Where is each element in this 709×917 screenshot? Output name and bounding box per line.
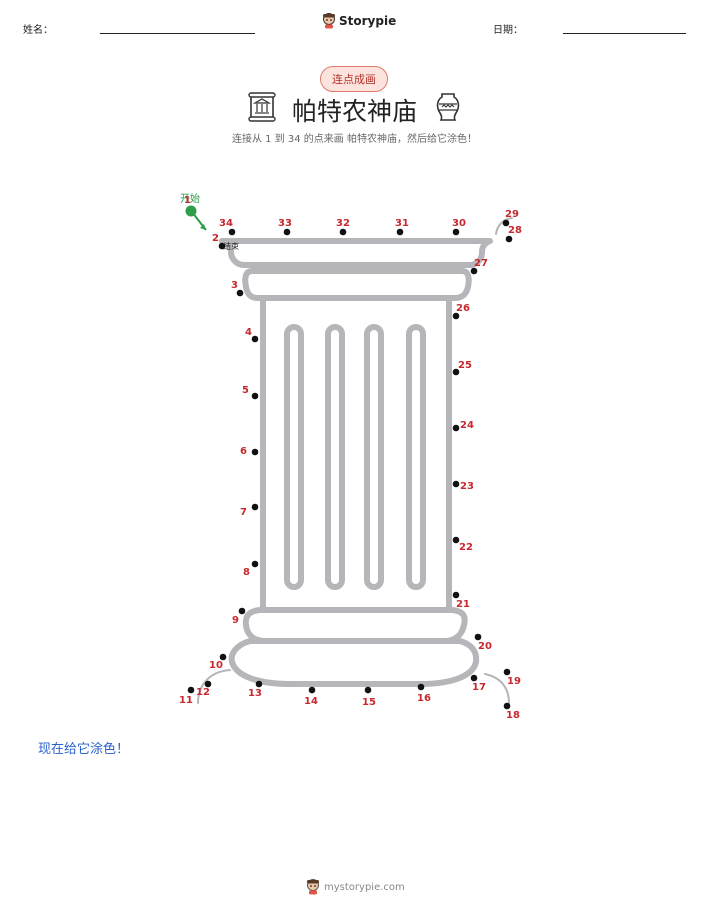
dot-number-9: 9 xyxy=(232,615,239,626)
dot-number-30: 30 xyxy=(452,218,466,229)
dot-number-14: 14 xyxy=(304,696,318,707)
temple-scroll-icon xyxy=(248,92,276,122)
dot-1[interactable] xyxy=(185,205,197,217)
dot-8[interactable] xyxy=(251,560,259,568)
dot-14[interactable] xyxy=(308,686,316,694)
dot-number-34: 34 xyxy=(219,218,233,229)
dot-32[interactable] xyxy=(339,228,347,236)
instructions: 连接从 1 到 34 的点来画 帕特农神庙，然后给它涂色！ xyxy=(232,134,477,145)
dot-number-24: 24 xyxy=(460,420,474,431)
column-outline xyxy=(219,238,493,687)
footer: mystorypie.com xyxy=(306,879,405,895)
dot-number-28: 28 xyxy=(508,225,522,236)
dot-20[interactable] xyxy=(474,633,482,641)
dot-26[interactable] xyxy=(452,312,460,320)
dot-number-20: 20 xyxy=(478,641,492,652)
dot-4[interactable] xyxy=(251,335,259,343)
dot-number-33: 33 xyxy=(278,218,292,229)
dot-5[interactable] xyxy=(251,392,259,400)
dot-22[interactable] xyxy=(452,536,460,544)
dot-number-13: 13 xyxy=(248,688,262,699)
dot-11[interactable] xyxy=(187,686,195,694)
footer-mascot-icon xyxy=(307,879,319,895)
dot-number-4: 4 xyxy=(245,327,252,338)
end-label: 结束 xyxy=(223,241,239,251)
dot-15[interactable] xyxy=(364,686,372,694)
dot-18[interactable] xyxy=(503,702,511,710)
brand-logo: Storypie xyxy=(322,13,396,29)
start-label: 开始 xyxy=(180,192,200,205)
brand-name: Storypie xyxy=(339,14,397,28)
dot-9[interactable] xyxy=(238,607,246,615)
dot-number-12: 12 xyxy=(196,687,210,698)
color-prompt: 现在给它涂色！ xyxy=(38,742,130,757)
date-label: 日期： xyxy=(493,25,523,36)
dot-number-18: 18 xyxy=(506,710,520,721)
dot-7[interactable] xyxy=(251,503,259,511)
dot-30[interactable] xyxy=(452,228,460,236)
dot-number-1: 1 xyxy=(184,195,191,206)
dot-number-26: 26 xyxy=(456,303,470,314)
dot-number-32: 32 xyxy=(336,218,350,229)
dot-25[interactable] xyxy=(452,368,460,376)
activity-badge: 连点成画 xyxy=(320,66,388,92)
dot-number-15: 15 xyxy=(362,697,376,708)
dot-number-10: 10 xyxy=(209,660,223,671)
footer-site: mystorypie.com xyxy=(324,881,405,893)
dot-number-6: 6 xyxy=(240,446,247,457)
dot-3[interactable] xyxy=(236,289,244,297)
dot-33[interactable] xyxy=(283,228,291,236)
dot-number-21: 21 xyxy=(456,599,470,610)
name-line[interactable] xyxy=(100,33,255,34)
storypie-mascot-icon xyxy=(323,13,335,29)
dot-number-2: 2 xyxy=(212,233,219,244)
dot-31[interactable] xyxy=(396,228,404,236)
dot-number-19: 19 xyxy=(507,676,521,687)
dot-29[interactable] xyxy=(502,219,510,227)
dot-number-8: 8 xyxy=(243,567,250,578)
dot-number-17: 17 xyxy=(472,682,486,693)
dot-34[interactable] xyxy=(228,228,236,236)
dot-12[interactable] xyxy=(204,680,212,688)
dot-number-29: 29 xyxy=(505,209,519,220)
dot-number-11: 11 xyxy=(179,695,193,706)
dot-number-7: 7 xyxy=(240,507,247,518)
dot-number-16: 16 xyxy=(417,693,431,704)
page-title: 帕特农神庙 xyxy=(291,97,417,126)
dot-number-23: 23 xyxy=(460,481,474,492)
corner-curls xyxy=(197,217,513,704)
dot-24[interactable] xyxy=(452,424,460,432)
dot-21[interactable] xyxy=(452,591,460,599)
dot-number-31: 31 xyxy=(395,218,409,229)
greek-vase-icon xyxy=(436,93,460,121)
dot-19[interactable] xyxy=(503,668,511,676)
dot-17[interactable] xyxy=(470,674,478,682)
dot-number-27: 27 xyxy=(474,258,488,269)
dot-27[interactable] xyxy=(470,267,478,275)
dot-number-25: 25 xyxy=(458,360,472,371)
dot-13[interactable] xyxy=(255,680,263,688)
dot-number-3: 3 xyxy=(231,280,238,291)
name-label: 姓名： xyxy=(23,25,53,36)
dot-number-22: 22 xyxy=(459,542,473,553)
dot-2[interactable] xyxy=(218,242,226,250)
date-line[interactable] xyxy=(563,33,686,34)
dot-10[interactable] xyxy=(219,653,227,661)
dot-number-5: 5 xyxy=(242,385,249,396)
dot-23[interactable] xyxy=(452,480,460,488)
dot-16[interactable] xyxy=(417,683,425,691)
dot-6[interactable] xyxy=(251,448,259,456)
dot-28[interactable] xyxy=(505,235,513,243)
